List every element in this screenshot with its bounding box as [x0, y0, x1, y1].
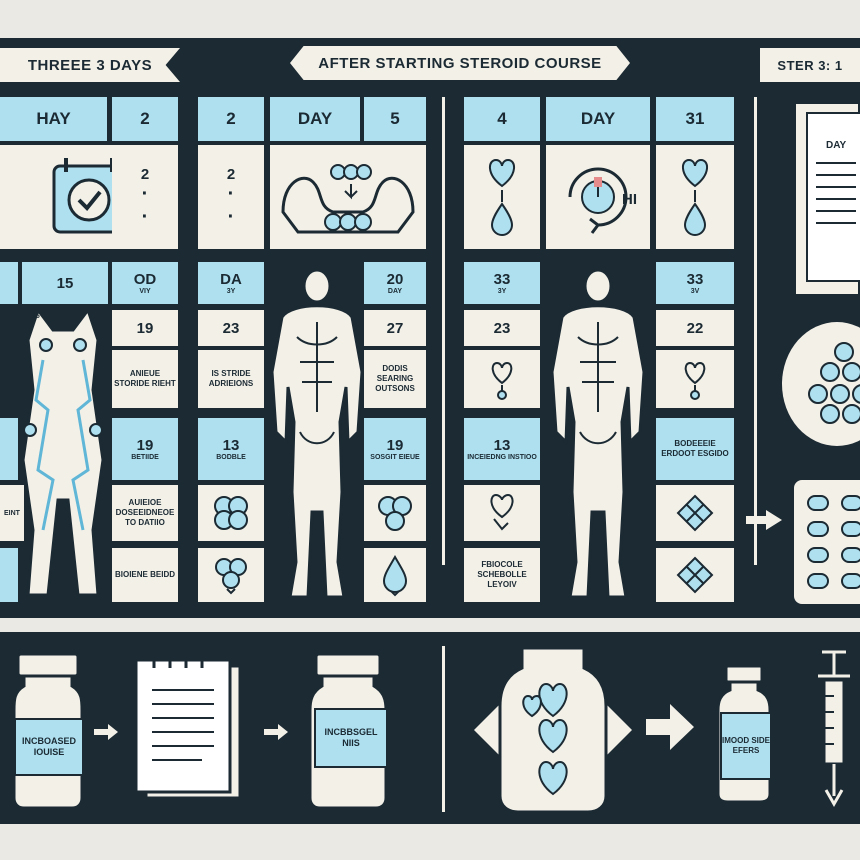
right-header-cell: 31	[656, 97, 734, 141]
svg-text:15: 15	[32, 313, 40, 320]
heart-outline-icon	[491, 361, 513, 400]
left-row4-cell: 19	[112, 310, 178, 346]
checkmark-calendar-icon	[52, 158, 126, 234]
left-row7-cell: AUIEIOE DOSEEIDNEOE TO DATIIO	[112, 485, 178, 541]
banner-center-text: AFTER STARTING STEROID COURSE	[318, 54, 602, 72]
pill-cluster-icon	[214, 496, 248, 530]
pill-cell	[198, 485, 264, 541]
heart-arrow-icon	[490, 493, 514, 531]
left-header-day-label: HAY	[0, 97, 107, 141]
right-row6-cell: BODEEEIE ERDOOT ESGIDO	[656, 418, 734, 480]
left-row4-cell: 23	[198, 310, 264, 346]
pill-pile-badge	[782, 322, 860, 446]
energized-body-figure: 15	[21, 306, 105, 597]
flexing-arms-icon	[281, 164, 415, 234]
left-row5-cell: IS STRIDE ADRIEIONS	[198, 350, 264, 408]
banner-center: AFTER STARTING STEROID COURSE	[290, 46, 630, 80]
left-row2-cell: 2··	[112, 145, 178, 249]
muscular-body-figure-back	[550, 268, 646, 599]
notepad-card: DAY	[794, 102, 860, 296]
left-header-cell: 5	[364, 97, 426, 141]
banner-left: THREEE 3 DAYS	[0, 48, 180, 82]
heart-drop-icon	[682, 158, 708, 236]
vial-label: INCBOASED IOUISE	[14, 718, 84, 776]
left-row8-edge	[0, 548, 18, 602]
left-row3-cell: 15	[22, 262, 108, 304]
blister-pack-icon	[807, 495, 860, 589]
banner-right-text: STER 3: 1	[777, 57, 843, 73]
diamond-cell	[656, 485, 734, 541]
heart-arrow-cell	[464, 485, 540, 541]
blister-pack-card	[794, 480, 860, 604]
left-row6-edge	[0, 418, 18, 480]
notepad-label: DAY	[826, 140, 847, 151]
arrow-right-icon	[746, 510, 782, 530]
pill-pile-icon	[808, 342, 860, 424]
pill-cluster-icon	[378, 496, 412, 531]
notepad-icon	[134, 652, 242, 800]
right-header-cell: 4	[464, 97, 540, 141]
left-row8-cell: BIOIENE BEIDD	[112, 548, 178, 602]
left-header-day-label: DAY	[270, 97, 360, 141]
left-row7-edge: EINT	[0, 485, 24, 541]
pill-cell	[364, 485, 426, 541]
pill-cluster-icon	[215, 558, 247, 595]
pill-cell	[198, 548, 264, 602]
right-row4-cell: 22	[656, 310, 734, 346]
left-row3-edge	[0, 262, 18, 304]
arrow-right-icon	[264, 724, 288, 740]
right-row8-cell: FBIOCOLE SCHEBOLLE LEYOIV	[464, 548, 540, 602]
vial-label: IMOOD SIDE EFERS	[720, 712, 772, 780]
side-divider	[754, 97, 757, 565]
cycle-clock-icon	[568, 167, 628, 234]
left-header-cell: 2	[112, 97, 178, 141]
arrow-right-icon	[94, 724, 118, 740]
diamond-pill-icon	[676, 494, 714, 532]
left-header-cell: 2	[198, 97, 264, 141]
heart-drop-cell	[464, 145, 540, 249]
muscular-body-figure-back	[270, 268, 364, 599]
banner-right: STER 3: 1	[760, 48, 860, 82]
bottom-divider	[442, 646, 445, 812]
right-header-day-label: DAY	[546, 97, 650, 141]
diamond-cell	[656, 548, 734, 602]
drop-cell	[364, 548, 426, 602]
heart-outline-icon	[684, 361, 706, 400]
drop-icon	[382, 555, 408, 597]
hi-label: HI	[622, 191, 637, 208]
flexing-muscle-cell	[270, 145, 426, 249]
left-row2-cell: 2··	[198, 145, 264, 249]
left-row5-cell: DODIS SEARING OUTSONS	[364, 350, 426, 408]
right-row4-cell: 23	[464, 310, 540, 346]
vial-label: INCBBSGEL NIIS	[314, 708, 388, 768]
heart-cell	[656, 350, 734, 408]
heart-drop-icon	[489, 158, 515, 236]
heart-jar-icon	[474, 646, 632, 814]
heart-cell	[464, 350, 540, 408]
heart-drop-cell	[656, 145, 734, 249]
cycle-clock-cell: HI	[546, 145, 650, 249]
syringe-icon	[818, 650, 850, 808]
arrow-right-icon	[646, 704, 694, 750]
left-row4-cell: 27	[364, 310, 426, 346]
left-row5-cell: ANIEUE STORIDE RIEHT	[112, 350, 178, 408]
banner-left-text: THREEE 3 DAYS	[27, 56, 153, 74]
diamond-pill-icon	[676, 556, 714, 594]
panel-divider	[442, 97, 445, 565]
notepad-icon: DAY	[806, 112, 860, 282]
